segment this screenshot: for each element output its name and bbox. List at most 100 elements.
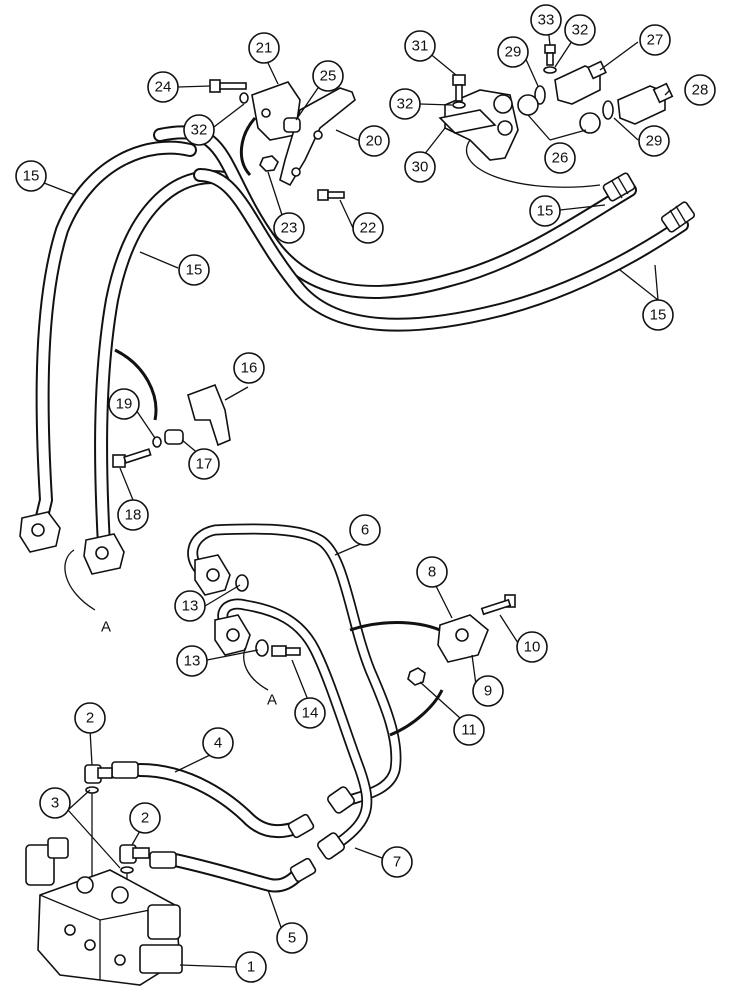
svg-text:33: 33 — [538, 12, 555, 29]
callout-31: 31 — [404, 30, 436, 62]
callout-29-right: 29 — [638, 125, 670, 157]
bolt-33 — [544, 44, 556, 66]
hose-4 — [133, 763, 312, 839]
svg-text:7: 7 — [393, 854, 401, 871]
callout-30: 30 — [404, 151, 436, 183]
hose-end-fitting-lower — [660, 201, 696, 233]
clamp-16 — [187, 383, 231, 447]
svg-text:1: 1 — [247, 959, 255, 976]
hose-15-long-a — [153, 125, 637, 299]
callout-7: 7 — [381, 846, 413, 878]
callout-13-lower: 13 — [176, 645, 208, 677]
clamp-arc-right-upper — [349, 621, 441, 632]
callout-15-a: 15 — [15, 160, 47, 192]
svg-text:32: 32 — [397, 96, 414, 113]
callout-1: 1 — [235, 951, 267, 983]
callout-3: 3 — [39, 787, 71, 819]
callout-6: 6 — [349, 514, 381, 546]
washer-19 — [152, 436, 162, 448]
clamp-arc-upper — [239, 117, 257, 177]
bracket-20 — [279, 87, 356, 187]
svg-text:29: 29 — [646, 133, 663, 150]
callout-25: 25 — [312, 60, 344, 92]
callout-32-block: 32 — [389, 88, 421, 120]
svg-text:17: 17 — [196, 456, 213, 473]
plate-30 — [438, 109, 497, 134]
nut-26-right — [579, 112, 601, 134]
callout-22: 22 — [352, 212, 384, 244]
svg-text:19: 19 — [116, 396, 133, 413]
elbow-2-upper — [84, 764, 113, 784]
svg-text:32: 32 — [191, 122, 208, 139]
svg-text:8: 8 — [428, 564, 436, 581]
tube-nut-7 — [317, 832, 345, 860]
callout-14: 14 — [294, 697, 326, 729]
svg-text:15: 15 — [650, 307, 667, 324]
callout-24: 24 — [147, 71, 179, 103]
ref-letter-a-upper: A — [101, 619, 111, 636]
callout-18: 18 — [117, 499, 149, 531]
svg-text:20: 20 — [366, 133, 383, 150]
bolt-24 — [209, 79, 247, 93]
flange-fitting-left — [19, 511, 61, 553]
callout-15-d: 15 — [642, 299, 674, 331]
o-ring-13-upper — [235, 574, 249, 592]
valve-body-1 — [25, 837, 183, 986]
callout-13-upper: 13 — [174, 590, 206, 622]
svg-text:21: 21 — [256, 40, 273, 57]
hose-15-outer — [33, 140, 197, 532]
svg-text:25: 25 — [320, 68, 337, 85]
svg-text:5: 5 — [288, 930, 296, 947]
elbow-2-lower — [119, 844, 150, 864]
svg-text:6: 6 — [361, 522, 369, 539]
spacer-17 — [164, 429, 184, 445]
callout-33: 33 — [530, 4, 562, 36]
callout-5: 5 — [276, 922, 308, 954]
bolt-18 — [112, 448, 152, 468]
bolt-31 — [452, 74, 466, 102]
callout-10: 10 — [516, 631, 548, 663]
callout-19: 19 — [108, 388, 140, 420]
callout-16: 16 — [233, 352, 265, 384]
callout-2-lower: 2 — [129, 802, 161, 834]
fitting-28 — [617, 82, 674, 125]
callout-26: 26 — [544, 142, 576, 174]
svg-text:15: 15 — [23, 168, 40, 185]
svg-text:31: 31 — [412, 38, 429, 55]
callout-11: 11 — [453, 714, 485, 746]
washer-32-bracket — [239, 92, 249, 104]
svg-text:28: 28 — [692, 82, 709, 99]
svg-text:11: 11 — [461, 722, 477, 739]
svg-text:26: 26 — [552, 150, 569, 167]
callout-2-upper: 2 — [74, 702, 106, 734]
o-ring-29-right — [602, 100, 614, 120]
callout-8: 8 — [416, 556, 448, 588]
callout-17: 17 — [188, 448, 220, 480]
callout-23: 23 — [273, 212, 305, 244]
svg-text:13: 13 — [184, 653, 201, 670]
callout-32-bracket: 32 — [183, 114, 215, 146]
svg-text:18: 18 — [125, 507, 142, 524]
callout-28: 28 — [684, 74, 716, 106]
svg-text:23: 23 — [281, 220, 298, 237]
svg-text:15: 15 — [537, 203, 554, 220]
callout-15-b: 15 — [178, 254, 210, 286]
svg-text:16: 16 — [241, 360, 258, 377]
svg-text:32: 32 — [572, 22, 589, 39]
o-ring-13-lower — [255, 639, 269, 657]
bolt-14 — [271, 645, 301, 657]
ref-letter-a-lower: A — [267, 692, 277, 709]
tube-7 — [217, 598, 373, 848]
svg-text:2: 2 — [86, 710, 94, 727]
svg-text:22: 22 — [360, 220, 377, 237]
callout-4: 4 — [202, 727, 234, 759]
bolt-10 — [480, 594, 516, 616]
hose-15-inner — [94, 170, 232, 552]
callout-32-top: 32 — [564, 14, 596, 46]
svg-text:13: 13 — [182, 598, 199, 615]
callout-15-c: 15 — [529, 195, 561, 227]
washer-32-top — [543, 66, 557, 74]
ref-curve-a-upper — [64, 549, 96, 611]
svg-text:29: 29 — [505, 44, 522, 61]
